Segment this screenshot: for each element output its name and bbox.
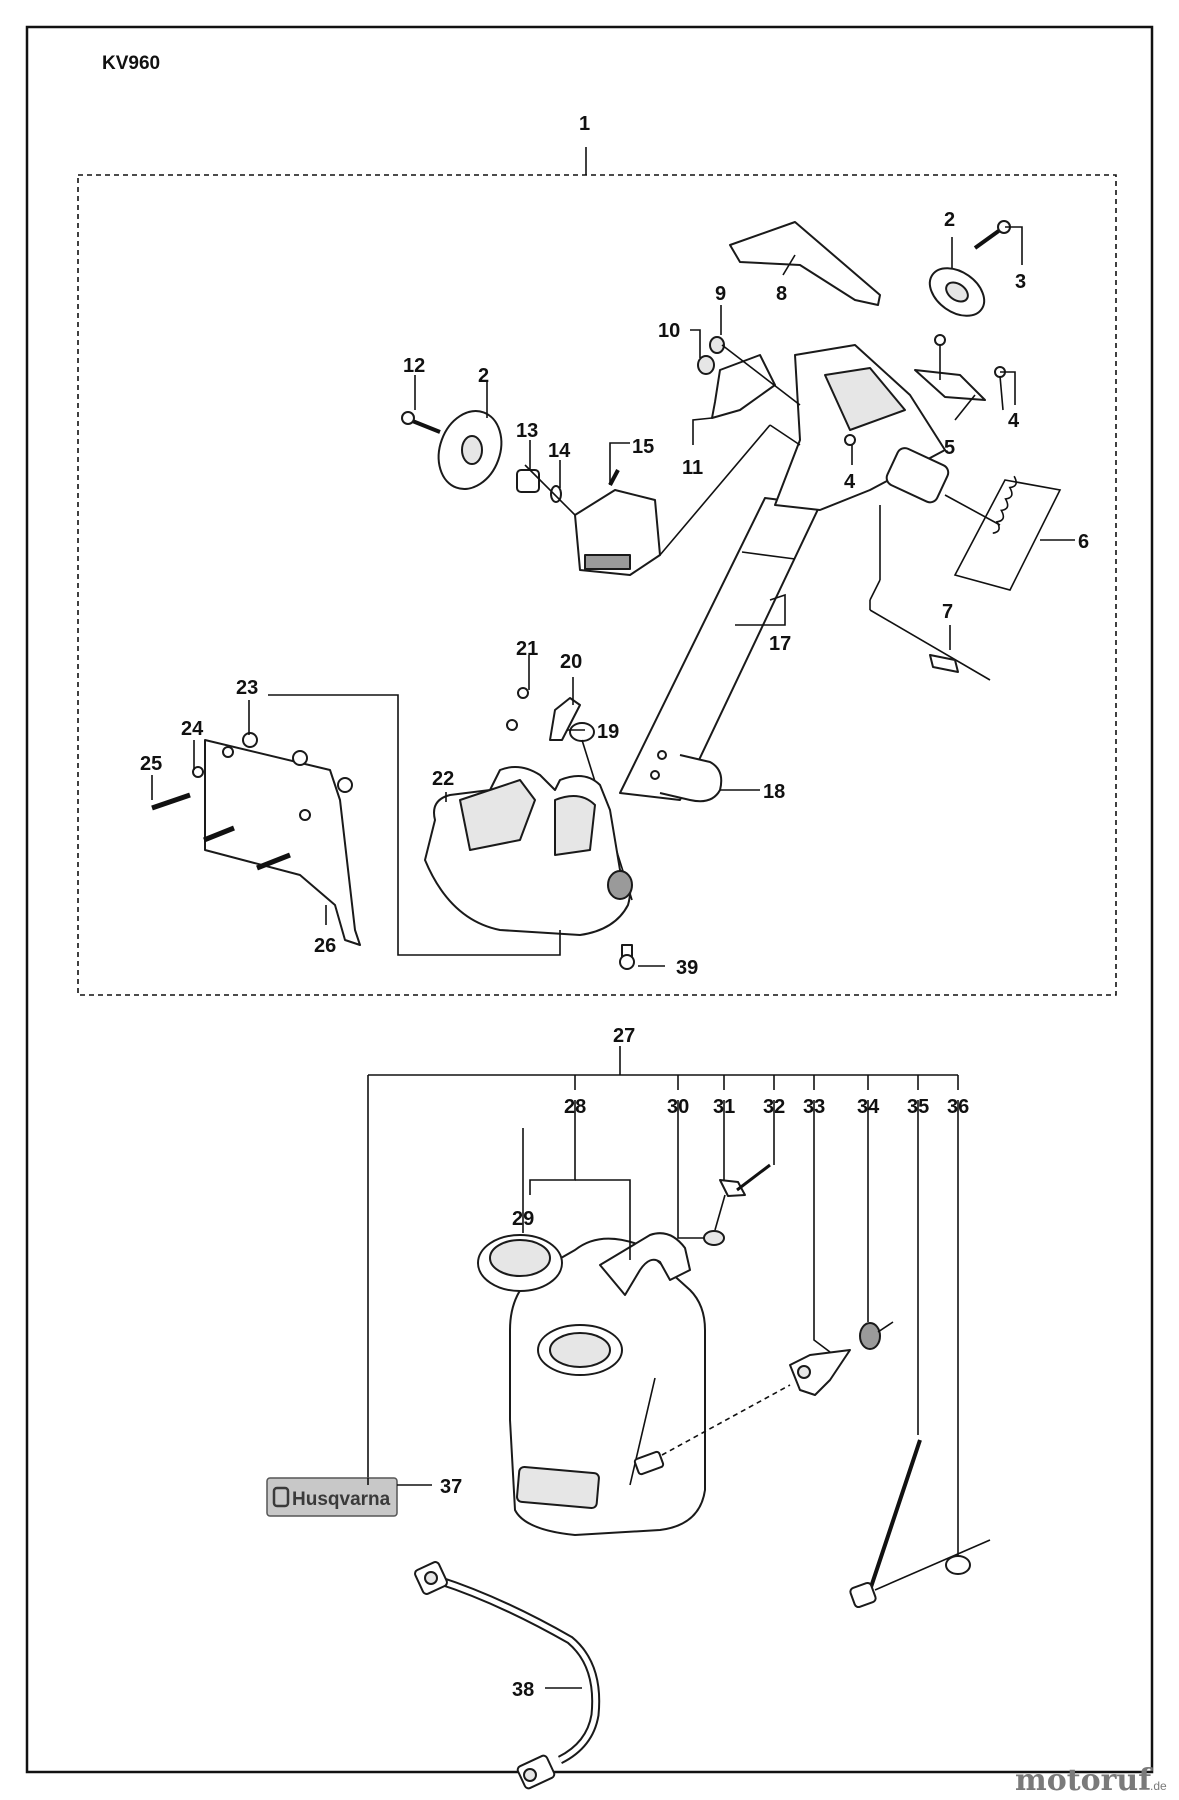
callout-26: 26 (314, 935, 336, 957)
callout-25: 25 (140, 753, 162, 775)
callout-34: 34 (857, 1096, 880, 1118)
assembly-1-boundary (77, 174, 1117, 996)
callout-37: 37 (440, 1476, 462, 1498)
handle-assembly (151, 220, 1062, 970)
callout-10: 10 (658, 320, 680, 342)
husqvarna-decal (266, 1477, 398, 1517)
callout-17: 17 (769, 633, 791, 655)
callout-20: 20 (560, 651, 582, 673)
callout-12: 12 (403, 355, 425, 377)
callout-leaders (151, 226, 1075, 967)
callout-15: 15 (632, 436, 654, 458)
callout-6: 6 (1078, 531, 1089, 553)
model-label: KV960 (102, 53, 160, 74)
callout-39: 39 (676, 957, 698, 979)
callout-33: 33 (803, 1096, 825, 1118)
guard-housing (424, 765, 633, 936)
watermark: motoruf .de (1015, 1763, 1167, 1798)
callout-18: 18 (763, 781, 785, 803)
callout-38: 38 (512, 1679, 534, 1701)
callout-9: 9 (715, 283, 726, 305)
callout-14: 14 (548, 440, 571, 462)
callout-24: 24 (181, 718, 204, 740)
callout-22: 22 (432, 768, 454, 790)
callout-5: 5 (944, 437, 955, 459)
callout-35: 35 (907, 1096, 929, 1118)
callout-4b: 4 (844, 471, 856, 493)
callout-2b: 2 (478, 365, 489, 387)
water-tank-assembly: Husqvarna (266, 1046, 991, 1790)
callout-31: 31 (713, 1096, 735, 1118)
decal-logo-text: Husqvarna (292, 1489, 391, 1510)
callout-21: 21 (516, 638, 538, 660)
hose (436, 1575, 601, 1765)
callout-27: 27 (613, 1025, 635, 1047)
callout-29: 29 (512, 1208, 534, 1230)
watermark-brand: motoruf (1015, 1763, 1153, 1798)
callout-11: 11 (682, 457, 703, 479)
callout-30: 30 (667, 1096, 689, 1118)
lever (729, 221, 881, 306)
callout-2: 2 (944, 209, 955, 231)
callout-8: 8 (776, 283, 787, 305)
page-frame (25, 25, 1154, 1774)
watermark-suffix: .de (1150, 1779, 1167, 1793)
callout-19: 19 (597, 721, 619, 743)
callout-13: 13 (516, 420, 538, 442)
callout-1: 1 (579, 113, 590, 135)
callout-labels: 1 2 3 8 9 10 12 2 4 5 13 14 15 11 4 6 7 … (140, 113, 1089, 1701)
cover-plate (204, 739, 361, 946)
callout-36: 36 (947, 1096, 969, 1118)
callout-28: 28 (564, 1096, 586, 1118)
callout-23: 23 (236, 677, 258, 699)
callout-32: 32 (763, 1096, 785, 1118)
callout-4a: 4 (1008, 410, 1020, 432)
callout-7: 7 (942, 601, 953, 623)
callout-3: 3 (1015, 271, 1026, 293)
